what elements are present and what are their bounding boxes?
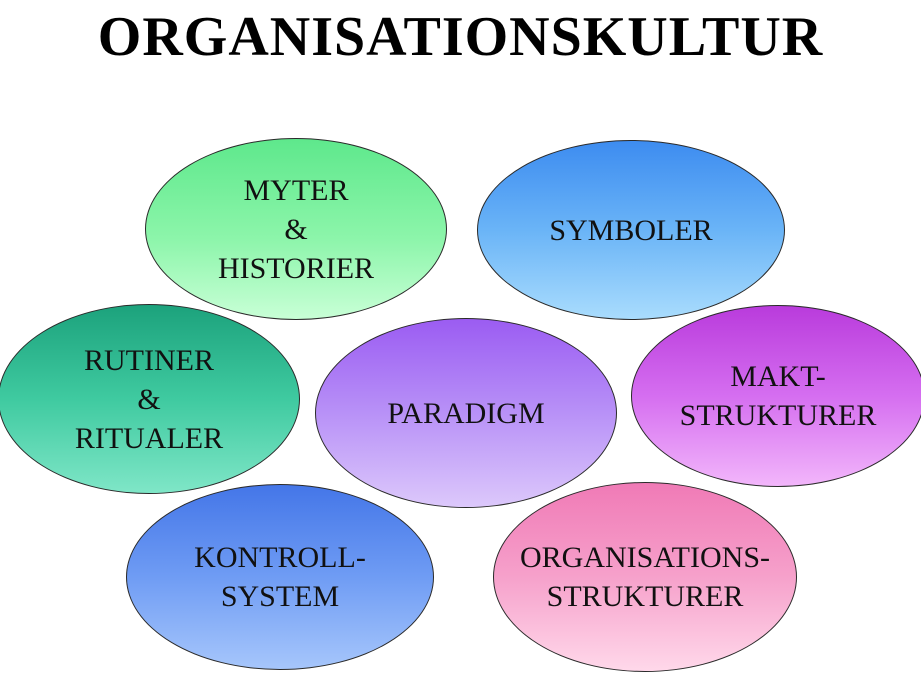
node-paradigm: PARADIGM <box>315 318 617 508</box>
diagram-title: ORGANISATIONSKULTUR <box>97 6 824 68</box>
node-label: ORGANISATIONS- STRUKTURER <box>519 541 770 613</box>
node-myter-historier: MYTER & HISTORIER <box>145 138 447 320</box>
node-maktstrukturer: MAKT- STRUKTURER <box>631 305 921 487</box>
node-label: KONTROLL- SYSTEM <box>194 541 366 613</box>
node-rutiner-ritualer: RUTINER & RITUALER <box>0 304 300 494</box>
node-organisationsstrukturer: ORGANISATIONS- STRUKTURER <box>493 482 797 672</box>
node-label: MAKT- STRUKTURER <box>679 360 877 432</box>
node-label: SYMBOLER <box>549 213 713 247</box>
node-label: PARADIGM <box>387 396 545 430</box>
node-label: RUTINER & RITUALER <box>74 343 224 455</box>
node-symboler: SYMBOLER <box>477 140 785 320</box>
node-label: MYTER & HISTORIER <box>217 173 375 285</box>
node-kontrollsystem: KONTROLL- SYSTEM <box>126 484 434 670</box>
